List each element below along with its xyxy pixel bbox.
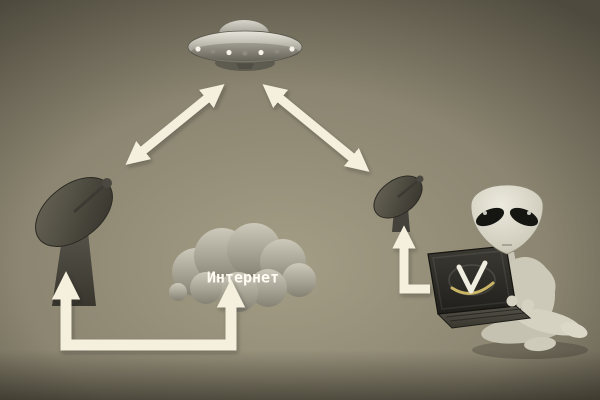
alien-arms	[506, 263, 556, 311]
alien-arm-right	[529, 263, 556, 310]
cloud-puffs	[169, 223, 316, 312]
arrow-ufo-left-dish	[125, 84, 225, 165]
arrow-internet-left-dish	[51, 271, 246, 351]
dish-feed-arm-right	[397, 179, 420, 198]
ufo-lights	[195, 46, 295, 56]
dish-feed-right	[416, 175, 424, 183]
dish-feed-arm-left	[73, 182, 107, 214]
arrow-ufo-right-dish	[262, 84, 370, 172]
arrow-laptop-right-dish	[392, 225, 430, 294]
ufo	[187, 20, 303, 71]
cloud-puff	[282, 263, 316, 297]
satellite-dish-right	[373, 175, 424, 232]
alien-hand-left	[506, 295, 518, 307]
cloud-label: Интернет	[207, 269, 279, 287]
alien-foot-right	[560, 322, 588, 338]
alien-eye-highlight	[483, 211, 487, 215]
cloud-puff	[169, 283, 187, 301]
laptop-key-row	[449, 312, 526, 322]
alien-head	[470, 184, 544, 255]
alien-foot-left	[524, 336, 556, 352]
alien-eye-left	[475, 207, 505, 227]
arrows	[51, 84, 430, 351]
alien-eye-highlight	[527, 211, 531, 215]
background-bottom-shade	[0, 350, 600, 400]
laptop-lid	[427, 245, 517, 315]
cloud-puff	[249, 269, 287, 307]
laptop-logo	[448, 260, 496, 296]
alien-head-shape	[470, 184, 544, 255]
laptop-key-row	[445, 308, 522, 318]
internet-cloud: Интернет	[169, 223, 316, 312]
alien-eye-right	[509, 207, 539, 227]
ufo-saucer	[187, 30, 303, 64]
alien-hand-right	[522, 299, 534, 311]
dish-feed-left	[102, 178, 112, 188]
